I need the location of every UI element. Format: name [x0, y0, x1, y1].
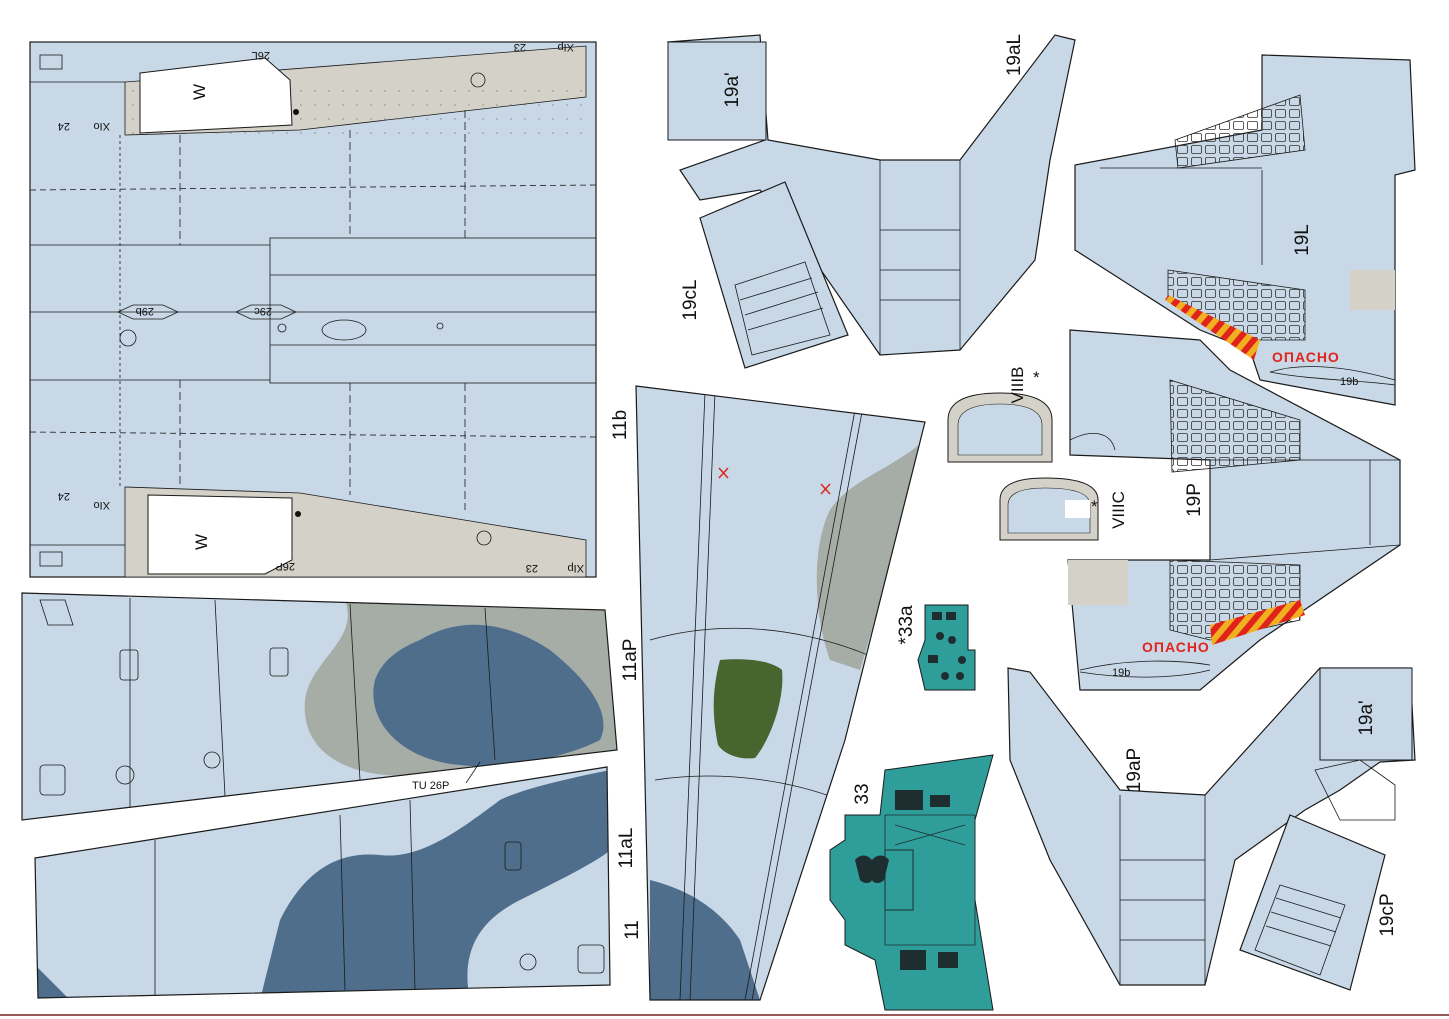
part-11b: W W 26L 23 XIp XIo 24 29b 29c XIo 24 26P…: [29, 41, 631, 578]
label-w-bottom: W: [192, 534, 211, 550]
label-19cL: 19cL: [680, 279, 701, 320]
label-24-top: 24: [58, 120, 70, 132]
label-19cP: 19cP: [1377, 893, 1398, 936]
part-11aP: 11aP TU 26P: [21, 592, 641, 821]
part-19cP: 19cP: [1239, 814, 1398, 991]
label-11: 11: [622, 920, 643, 940]
part-11: [635, 385, 926, 1001]
label-19P: 19P: [1184, 483, 1205, 517]
label-19aL: 19aL: [1004, 34, 1025, 76]
label-33: 33: [852, 783, 873, 804]
part-19cL: 19cL: [680, 181, 849, 369]
label-star-VIIIB: *: [1033, 368, 1040, 387]
label-tu26p: TU 26P: [412, 780, 449, 792]
label-26P: 26P: [275, 560, 295, 572]
label-26L: 26L: [252, 49, 270, 61]
label-XIo-bottom: XIo: [93, 499, 110, 511]
label-11b: 11b: [610, 410, 631, 440]
cutout-w-top: [139, 57, 293, 134]
label-XIp-top: XIp: [557, 41, 574, 53]
part-19L: 19L ОПАСНО 19b: [1074, 54, 1416, 406]
label-19aP: 19aP: [1124, 748, 1145, 792]
vent-panel-19L-upper: [1174, 94, 1306, 169]
part-33a: *33a: [896, 604, 976, 691]
label-23-top: 23: [514, 41, 526, 53]
label-opacno-top: ОПАСНО: [1272, 349, 1340, 365]
part-19aP: 19aP 19a': [1007, 667, 1416, 986]
label-23-bottom: 23: [526, 562, 538, 574]
part-VIIIC: VIIIC *: [999, 477, 1128, 541]
label-star-VIIIC: *: [1091, 497, 1098, 516]
label-29c: 29c: [254, 305, 272, 317]
label-11aL: 11aL: [616, 828, 637, 869]
label-19b-top: 19b: [1340, 376, 1358, 388]
label-11aP: 11aP: [620, 639, 641, 682]
cutout-w-bottom: [147, 494, 293, 575]
label-19a-bottom: 19a': [1356, 700, 1377, 735]
part-19aL: 19a' 19aL: [666, 34, 1076, 356]
label-VIIIC: VIIIC: [1109, 491, 1128, 529]
label-XIp-bottom: XIp: [567, 562, 584, 574]
part-33: 33: [829, 754, 994, 1011]
part-19P: 19P ОПАСНО 19b: [1067, 329, 1401, 691]
label-19b-bottom: 19b: [1112, 667, 1130, 679]
label-opacno-bottom: ОПАСНО: [1142, 639, 1210, 655]
part-11aL: 11aL 11: [34, 766, 643, 999]
label-24-bottom: 24: [58, 490, 70, 502]
label-w-top: W: [190, 84, 209, 100]
label-33a: *33a: [896, 605, 917, 645]
label-VIIIB: VIIIB: [1008, 367, 1027, 404]
label-19L: 19L: [1292, 224, 1313, 256]
label-29b: 29b: [136, 305, 154, 317]
part-VIIIB: VIIIB *: [947, 367, 1053, 463]
label-XIo-top: XIo: [93, 120, 110, 132]
label-19a-top: 19a': [722, 72, 743, 107]
